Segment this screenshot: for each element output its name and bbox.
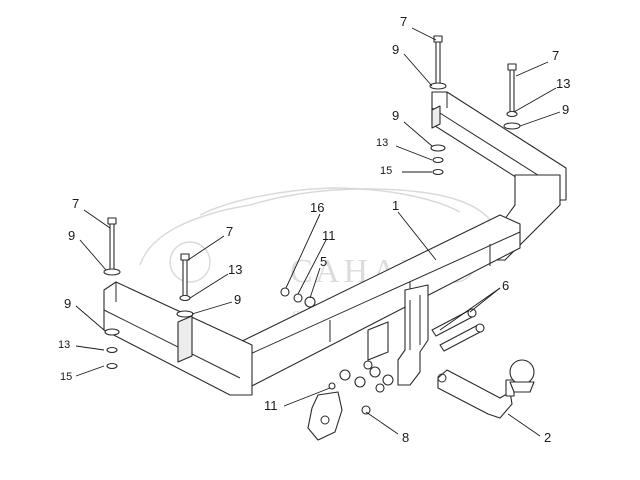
crossbar-part-1: [103, 91, 567, 396]
label-16: 16: [310, 200, 324, 215]
bolt-stack-center: [176, 253, 194, 318]
label-9-top: 9: [392, 42, 399, 57]
watermark-car-roof: [199, 187, 461, 216]
label-13-right: 13: [556, 76, 570, 91]
label-13-mid: 13: [376, 137, 388, 149]
watermark-wheel-left: [169, 241, 211, 283]
label-9-center: 9: [234, 292, 241, 307]
bolt-stack-right: [503, 63, 521, 130]
socket-plate-part-8: [307, 382, 371, 441]
label-13-center: 13: [228, 262, 242, 277]
label-7-center: 7: [226, 224, 233, 239]
label-9-left: 9: [68, 228, 75, 243]
hitch-bracket: [367, 284, 429, 386]
label-15-lower: 15: [60, 371, 72, 383]
label-15-mid: 15: [380, 165, 392, 177]
label-9-lower: 9: [64, 296, 71, 311]
label-11-bottom: 11: [264, 398, 278, 413]
label-13-lower: 13: [58, 339, 70, 351]
label-7-left: 7: [72, 196, 79, 211]
nut-washer-row: [339, 360, 394, 393]
label-9-mid: 9: [392, 108, 399, 123]
label-11-mid: 11: [322, 228, 336, 243]
part-labels: 7 9 7 13 9 9 13 15 1 16 11 5 7 9 7 13 9 …: [58, 14, 570, 445]
towball-part-2: [437, 359, 535, 419]
label-7-right: 7: [552, 48, 559, 63]
bolt-stack-top: [429, 35, 447, 176]
watermark-car-silhouette: [139, 188, 506, 266]
label-6: 6: [502, 278, 509, 293]
bolts-part-6: [431, 308, 485, 352]
label-2: 2: [544, 430, 551, 445]
label-5: 5: [320, 254, 327, 269]
label-7-top: 7: [400, 14, 407, 29]
label-1: 1: [392, 198, 399, 213]
label-9-right: 9: [562, 102, 569, 117]
bolt-stack-left: [103, 217, 121, 370]
label-8: 8: [402, 430, 409, 445]
leader-lines: [75, 27, 561, 437]
